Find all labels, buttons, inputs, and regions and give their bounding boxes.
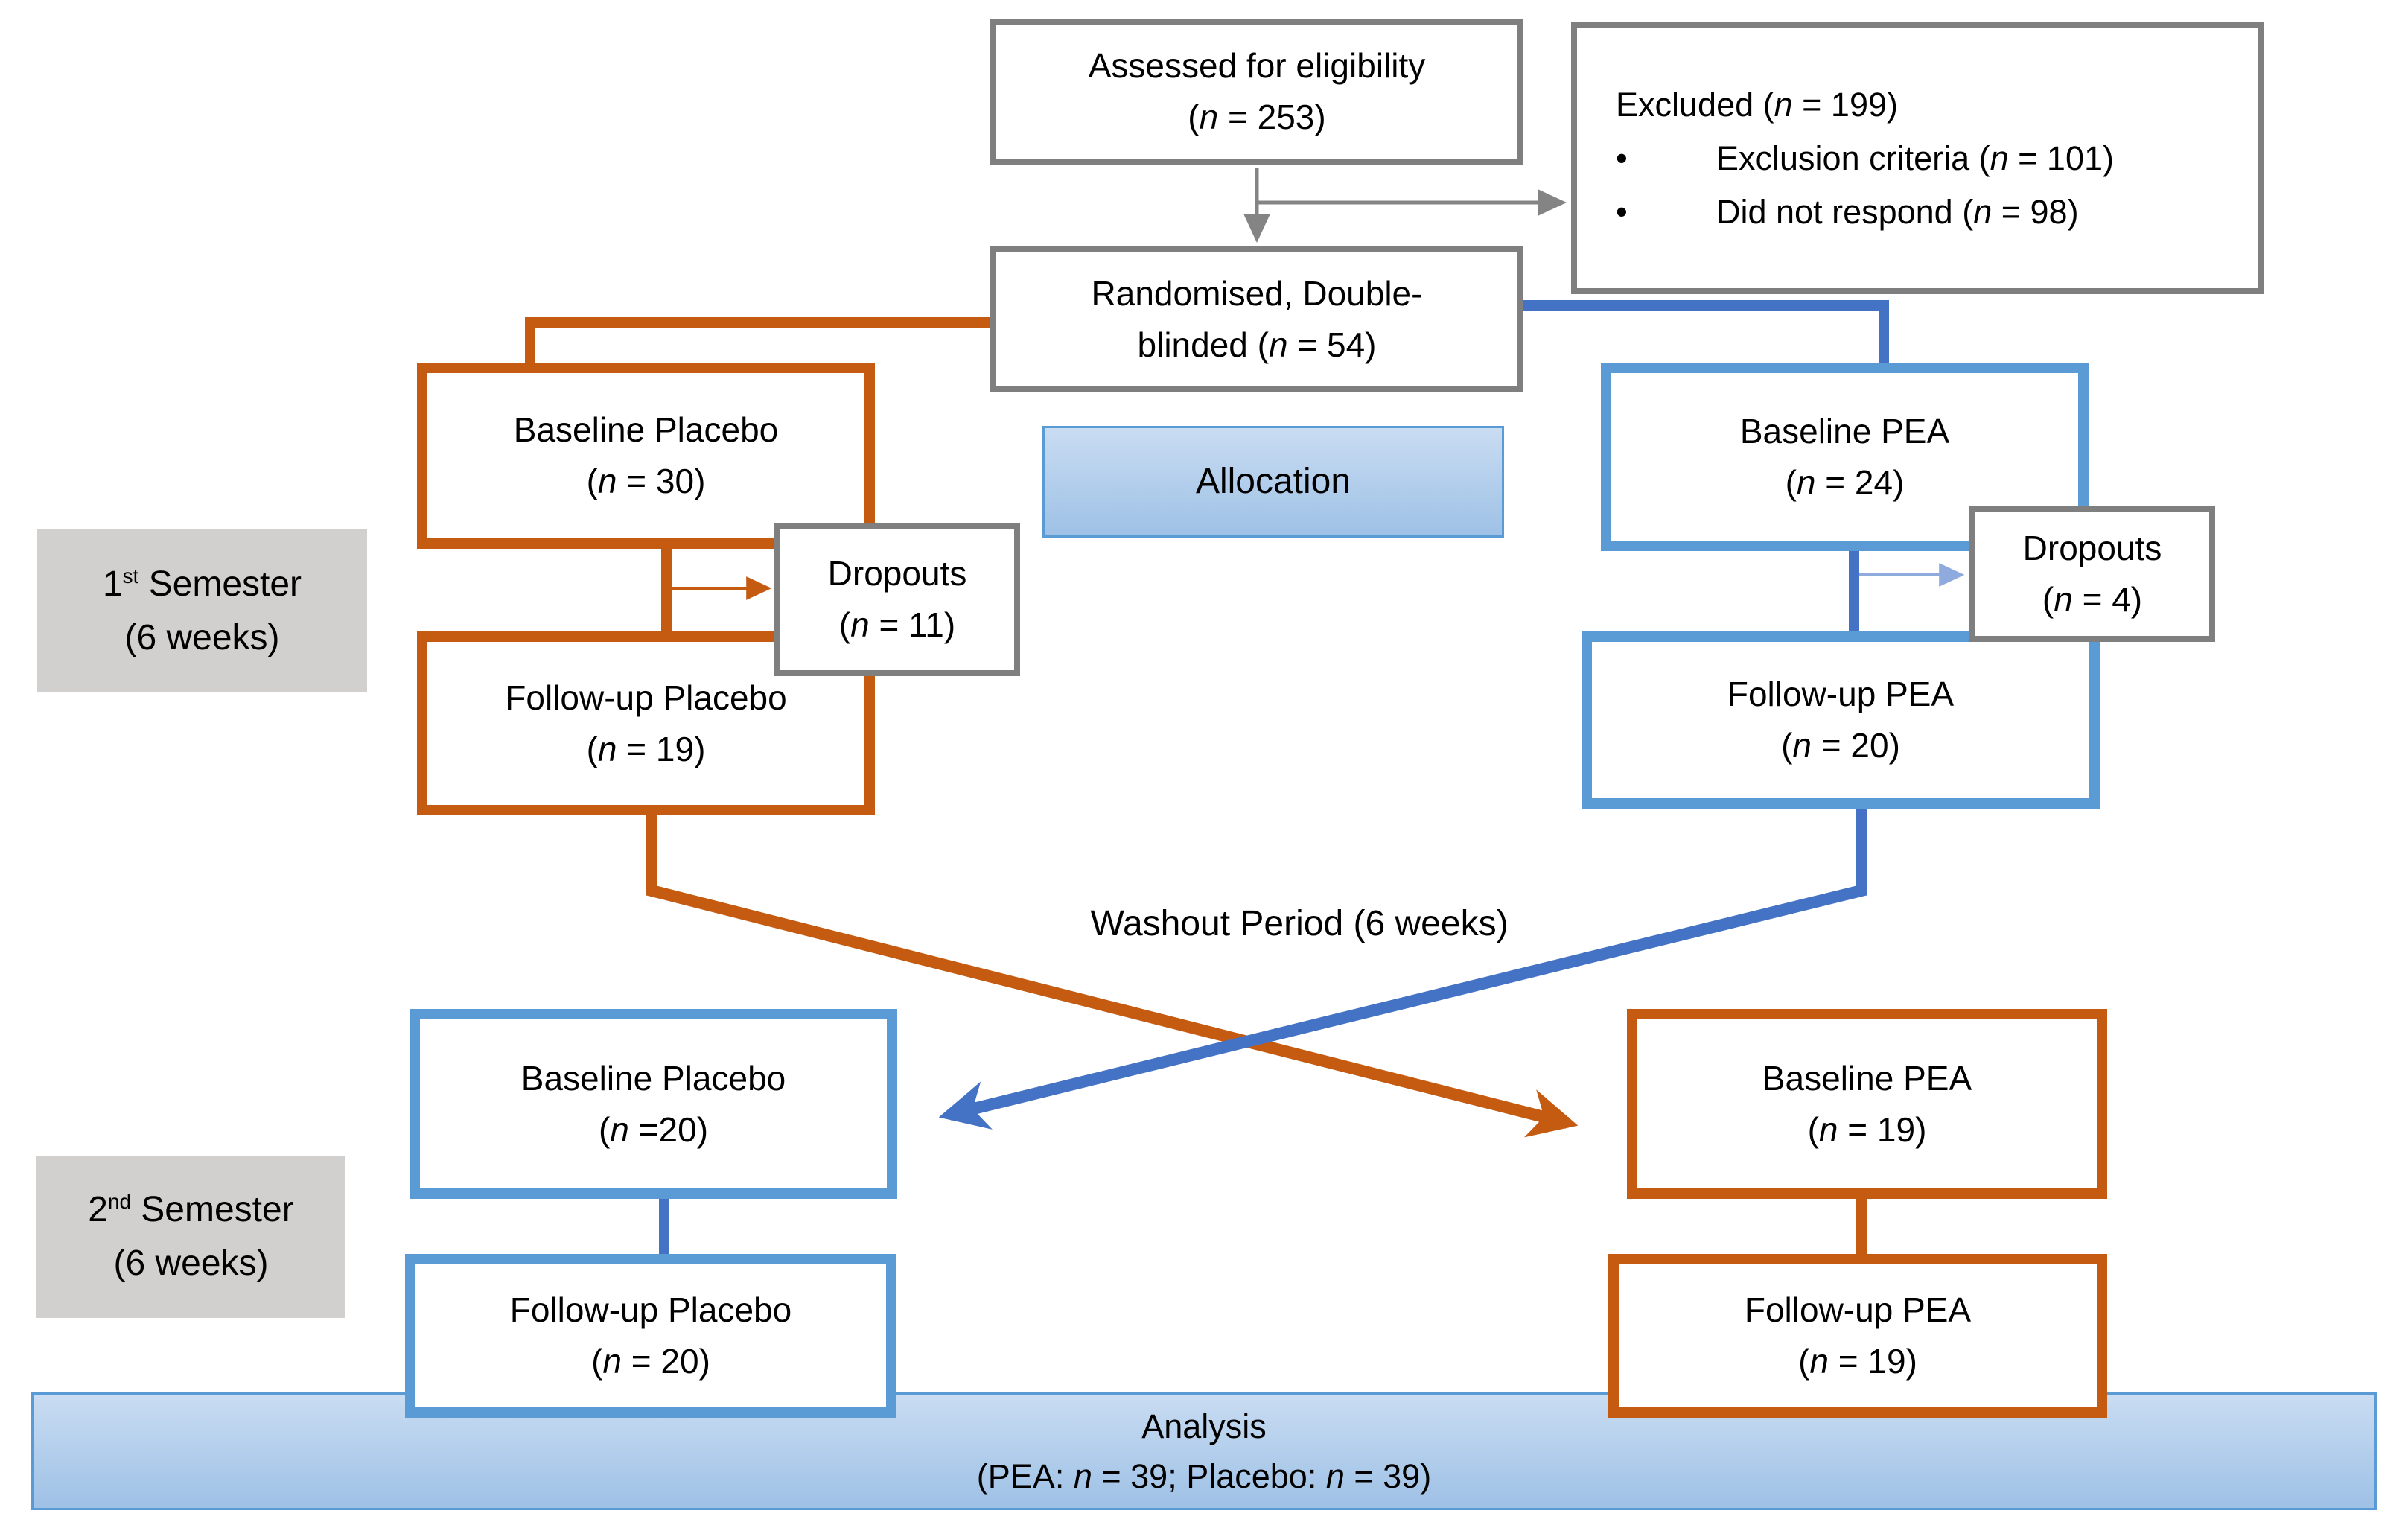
- semester1-label-line2: (6 weeks): [124, 617, 280, 657]
- s1-baseline-placebo-label: Baseline Placebo: [513, 410, 779, 449]
- excluded-reason-2: Did not respond (n = 98): [1716, 192, 2079, 231]
- assessed-count: (n = 253): [1188, 98, 1326, 136]
- s1-followup-pea-box: Follow-up PEA (n = 20): [1582, 631, 2100, 809]
- assessed-label: Assessed for eligibility: [1088, 46, 1426, 85]
- bullet-icon: •: [1616, 138, 1628, 177]
- s1-baseline-pea-label: Baseline PEA: [1739, 411, 1950, 450]
- s2-followup-placebo-box: Follow-up Placebo (n = 20): [405, 1254, 896, 1418]
- s1-placebo-dropouts-count: (n = 11): [838, 605, 956, 644]
- s2-baseline-pea-box: Baseline PEA (n = 19): [1627, 1009, 2107, 1199]
- excluded-box: Excluded (n = 199) • Exclusion criteria …: [1571, 22, 2264, 294]
- randomised-count: blinded (n = 54): [1137, 325, 1377, 364]
- s1-followup-placebo-count: (n = 19): [586, 729, 706, 768]
- s1-pea-dropouts-count: (n = 4): [2042, 580, 2143, 619]
- s2-followup-pea-box: Follow-up PEA (n = 19): [1608, 1254, 2107, 1418]
- s1-baseline-placebo-count: (n = 30): [586, 462, 706, 500]
- excluded-title: Excluded (n = 199): [1616, 85, 1898, 124]
- s2-followup-pea-label: Follow-up PEA: [1744, 1290, 1972, 1329]
- washout-label: Washout Period (6 weeks): [1090, 903, 1509, 943]
- randomised-label: Randomised, Double-: [1091, 273, 1423, 313]
- semester2-label: 2nd Semester (6 weeks): [36, 1156, 345, 1318]
- s2-baseline-placebo-label: Baseline Placebo: [520, 1058, 786, 1098]
- s2-baseline-placebo-count: (n =20): [598, 1109, 709, 1149]
- s2-followup-pea-count: (n = 19): [1798, 1342, 1917, 1381]
- assessed-box: Assessed for eligibility (n = 253): [990, 19, 1523, 165]
- s1-pea-dropouts-box: Dropouts (n = 4): [1969, 506, 2215, 642]
- placebo-to-pea-crossover-arrow: [646, 815, 1579, 1138]
- excluded-reason-1: Exclusion criteria (n = 101): [1716, 138, 2114, 177]
- s1-baseline-pea-count: (n = 24): [1785, 462, 1905, 502]
- s1-followup-pea-label: Follow-up PEA: [1727, 675, 1955, 713]
- randomised-to-baseline-pea-connector: [1519, 300, 1889, 363]
- analysis-title: Analysis: [1141, 1407, 1267, 1445]
- s2-followup-placebo-count: (n = 20): [591, 1342, 710, 1381]
- s2-followup-placebo-label: Follow-up Placebo: [509, 1290, 792, 1329]
- semester1-label-line1: 1st Semester: [102, 564, 302, 604]
- s2-baseline-pea-count: (n = 19): [1807, 1109, 1927, 1149]
- s1-followup-placebo-label: Follow-up Placebo: [505, 678, 787, 717]
- analysis-counts: (PEA: n = 39; Placebo: n = 39): [976, 1457, 1432, 1495]
- bullet-icon: •: [1616, 192, 1628, 231]
- s1-followup-pea-count: (n = 20): [1781, 726, 1900, 765]
- s1-placebo-dropouts-label: Dropouts: [827, 554, 967, 593]
- s2-baseline-pea-label: Baseline PEA: [1762, 1058, 1972, 1098]
- randomised-to-baseline-placebo-connector: [525, 317, 990, 363]
- randomised-box: Randomised, Double- blinded (n = 54): [990, 246, 1523, 392]
- allocation-label: Allocation: [1195, 462, 1351, 502]
- semester1-label: 1st Semester (6 weeks): [37, 529, 367, 692]
- excluded-bullet-row: • Exclusion criteria (n = 101): [1577, 132, 2258, 185]
- s2-baseline-placebo-box: Baseline Placebo (n =20): [410, 1009, 897, 1199]
- pea-to-placebo-crossover-arrow: [938, 809, 1867, 1130]
- semester2-label-line2: (6 weeks): [113, 1244, 269, 1283]
- s1-placebo-dropouts-box: Dropouts (n = 11): [774, 523, 1020, 676]
- excluded-bullet-row: • Did not respond (n = 98): [1577, 185, 2258, 239]
- allocation-banner: Allocation: [1042, 426, 1504, 538]
- s1-baseline-placebo-box: Baseline Placebo (n = 30): [417, 363, 875, 549]
- s1-pea-dropouts-label: Dropouts: [2022, 529, 2162, 567]
- semester2-label-line1: 2nd Semester: [88, 1190, 294, 1229]
